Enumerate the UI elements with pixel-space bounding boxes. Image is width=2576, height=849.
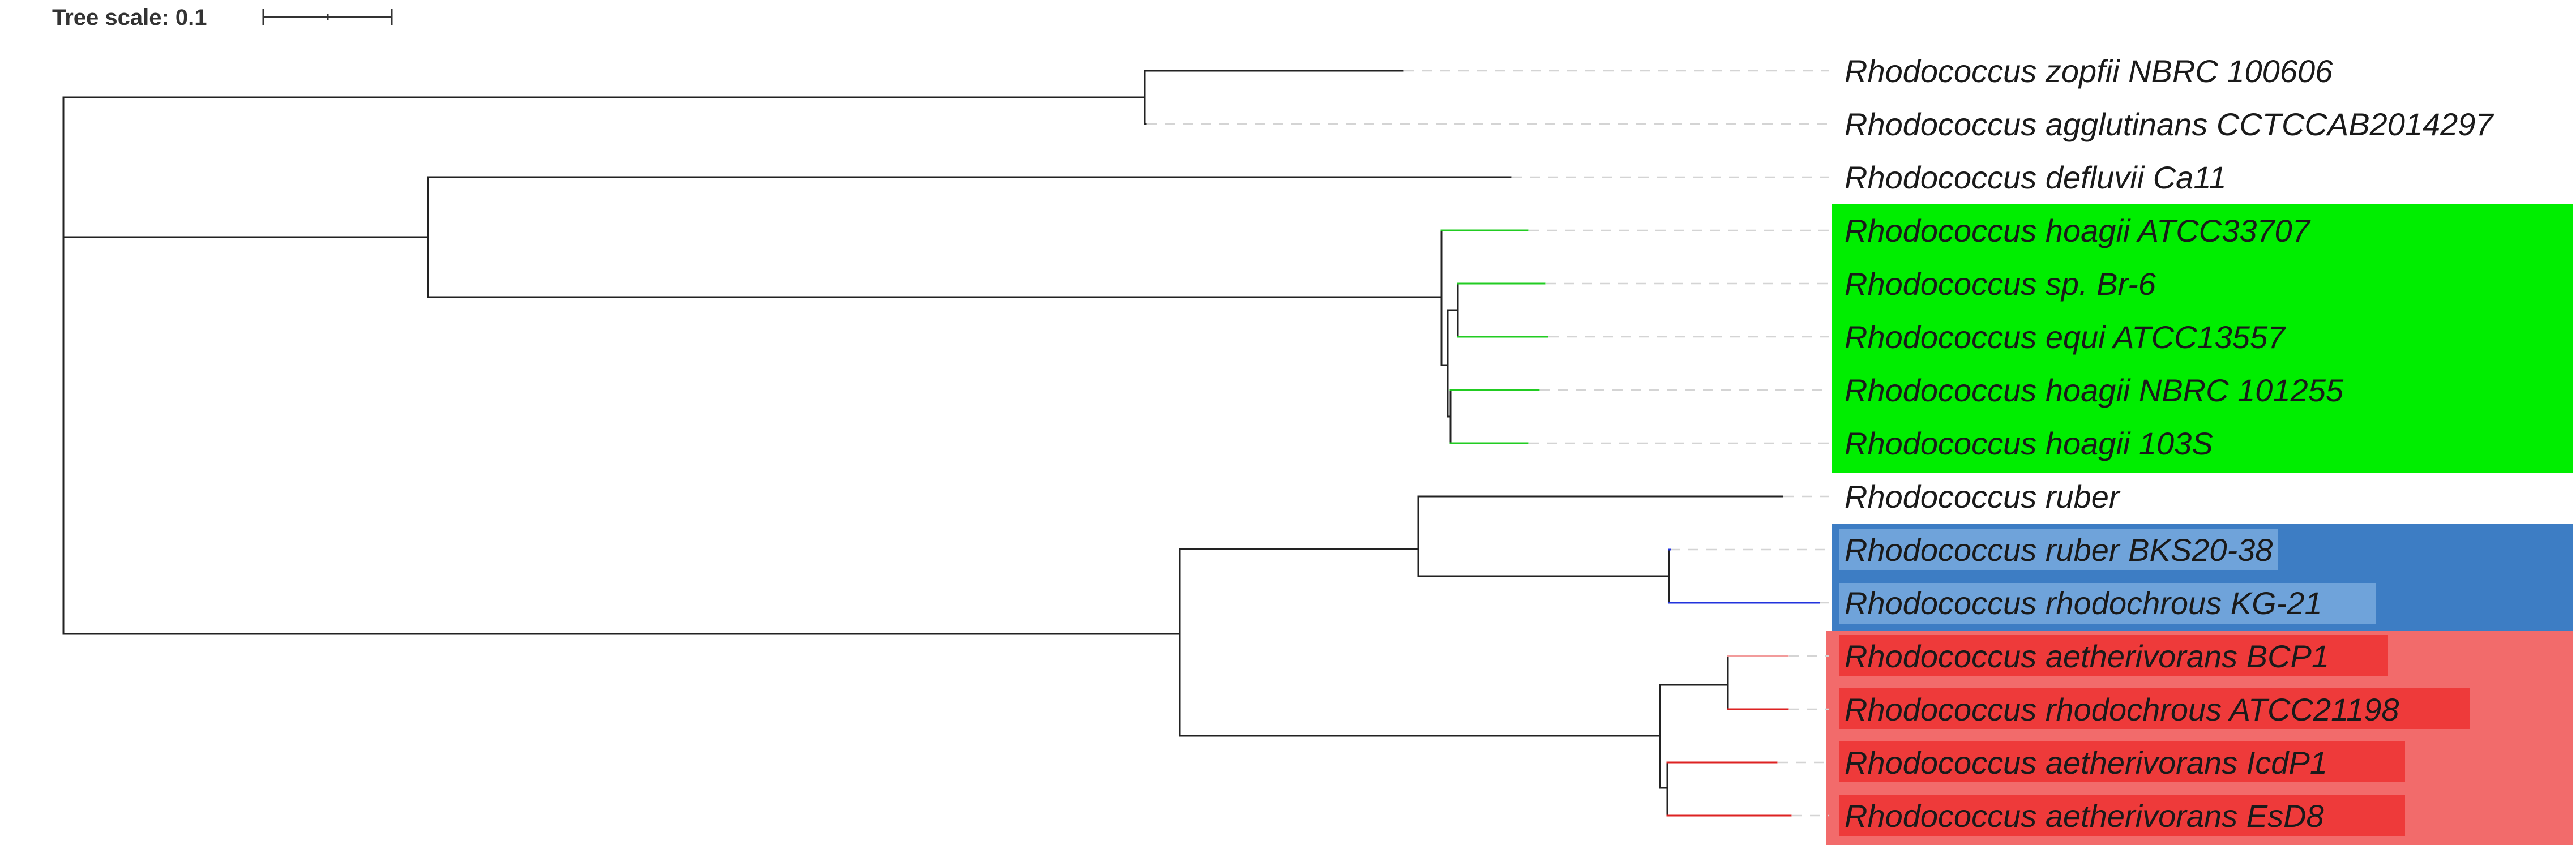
label-highlight-blue-1 (1839, 529, 2278, 570)
taxon-label: Rhodococcus aetherivorans EsD8 (1845, 798, 2324, 834)
leader-lines (1146, 70, 1829, 817)
label-highlight-red-1 (1839, 635, 2388, 676)
taxon-label: Rhodococcus agglutinans CCTCCAB2014297 (1845, 106, 2494, 142)
tree-scale-label: Tree scale: 0.1 (52, 5, 207, 30)
taxon-label: Rhodococcus aetherivorans IcdP1 (1845, 745, 2327, 781)
taxon-label: Rhodococcus defluvii Ca11 (1845, 160, 2226, 195)
taxon-label: Rhodococcus ruber (1845, 479, 2121, 514)
taxon-label: Rhodococcus hoagii NBRC 101255 (1845, 372, 2344, 408)
taxon-label: Rhodococcus equi ATCC13557 (1845, 319, 2286, 355)
taxon-labels: Rhodococcus zopfii NBRC 100606 Rhodococc… (1845, 53, 2494, 834)
taxon-label: Rhodococcus zopfii NBRC 100606 (1845, 53, 2333, 89)
taxon-label: Rhodococcus rhodochrous ATCC21198 (1845, 692, 2399, 727)
label-highlight-red-3 (1839, 741, 2405, 782)
taxon-label: Rhodococcus aetherivorans BCP1 (1845, 638, 2329, 674)
blue-clade-branches (1668, 548, 1820, 604)
scale-bar (262, 9, 393, 25)
taxon-label: Rhodococcus hoagii 103S (1845, 426, 2213, 461)
taxon-label: Rhodococcus hoagii ATCC33707 (1845, 213, 2311, 248)
label-highlight-blue-2 (1839, 583, 2376, 624)
tree-scale: Tree scale: 0.1 (52, 5, 393, 30)
taxon-label: Rhodococcus sp. Br-6 (1845, 266, 2156, 302)
green-clade-branches (1440, 229, 1548, 444)
label-highlight-red-2 (1839, 688, 2470, 729)
taxon-label: Rhodococcus rhodochrous KG-21 (1845, 585, 2322, 621)
clade-highlights (1826, 204, 2573, 845)
taxon-label: Rhodococcus ruber BKS20-38 (1845, 532, 2273, 568)
tree-branches (62, 70, 1783, 737)
label-highlight-red-4 (1839, 795, 2405, 836)
clade-highlight-green (1832, 204, 2573, 473)
red-clade-branches (1659, 655, 1792, 817)
